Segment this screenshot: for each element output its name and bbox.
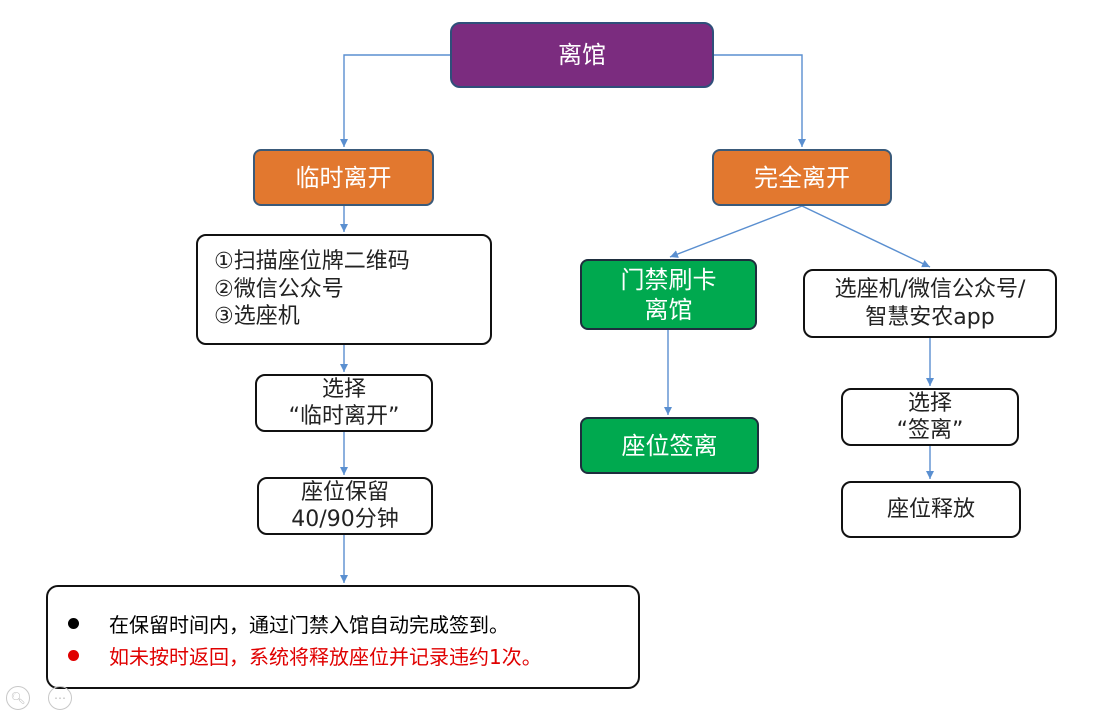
app-options-line-1: 选座机/微信公众号/ [834, 277, 1026, 302]
method-line-3: ③选座机 [214, 304, 300, 330]
zoom-icon[interactable]: 🔍︎ [6, 686, 30, 710]
gate-card-line-1: 门禁刷卡 [620, 265, 717, 294]
notes-box: 在保留时间内，通过门禁入馆自动完成签到。 如未按时返回，系统将释放座位并记录违约… [46, 585, 640, 689]
node-full-leave: 完全离开 [712, 149, 892, 206]
gate-card-line-2: 离馆 [644, 295, 693, 324]
choose-temp-line-2: “临时离开” [288, 404, 400, 429]
node-choose-checkout: 选择 “签离” [841, 388, 1019, 446]
choose-checkout-line-1: 选择 [907, 390, 952, 416]
app-options-line-2: 智慧安农app [865, 304, 995, 330]
seat-release-label: 座位释放 [886, 496, 975, 522]
edge-root-full [714, 54, 806, 147]
edge-full-gate [669, 205, 803, 258]
node-full-leave-label: 完全离开 [754, 163, 850, 192]
node-seat-checkout: 座位签离 [580, 417, 759, 474]
method-line-1: ①扫描座位牌二维码 [214, 249, 410, 275]
more-options-icon[interactable]: ⋯ [48, 686, 72, 710]
seat-hold-line-2: 40/90分钟 [291, 507, 399, 532]
edge-root-temp [340, 54, 450, 147]
choose-checkout-line-2: “签离” [896, 418, 964, 443]
node-temporary-leave-label: 临时离开 [295, 163, 392, 192]
bullet-icon [68, 617, 79, 629]
node-choose-temporary-leave: 选择 “临时离开” [255, 374, 433, 432]
bullet-icon [68, 649, 79, 661]
node-temporary-leave: 临时离开 [253, 149, 434, 206]
choose-temp-line-1: 选择 [321, 376, 366, 402]
node-app-options: 选座机/微信公众号/ 智慧安农app [803, 269, 1057, 338]
seat-hold-line-1: 座位保留 [300, 479, 389, 505]
seat-checkout-label: 座位签离 [621, 431, 718, 460]
node-leave-methods: ①扫描座位牌二维码 ②微信公众号 ③选座机 [196, 234, 492, 345]
method-line-2: ②微信公众号 [214, 276, 344, 302]
edge-full-app [801, 205, 931, 268]
node-leave-library-label: 离馆 [558, 41, 606, 69]
note-item: 如未按时返回，系统将释放座位并记录违约1次。 [68, 639, 638, 671]
note-text: 如未按时返回，系统将释放座位并记录违约1次。 [109, 644, 542, 669]
node-leave-library: 离馆 [450, 22, 714, 88]
node-seat-hold: 座位保留 40/90分钟 [257, 477, 433, 535]
node-gate-card-leave: 门禁刷卡 离馆 [580, 259, 757, 330]
node-seat-release: 座位释放 [841, 481, 1021, 538]
note-item: 在保留时间内，通过门禁入馆自动完成签到。 [68, 607, 638, 639]
note-text: 在保留时间内，通过门禁入馆自动完成签到。 [109, 612, 509, 637]
